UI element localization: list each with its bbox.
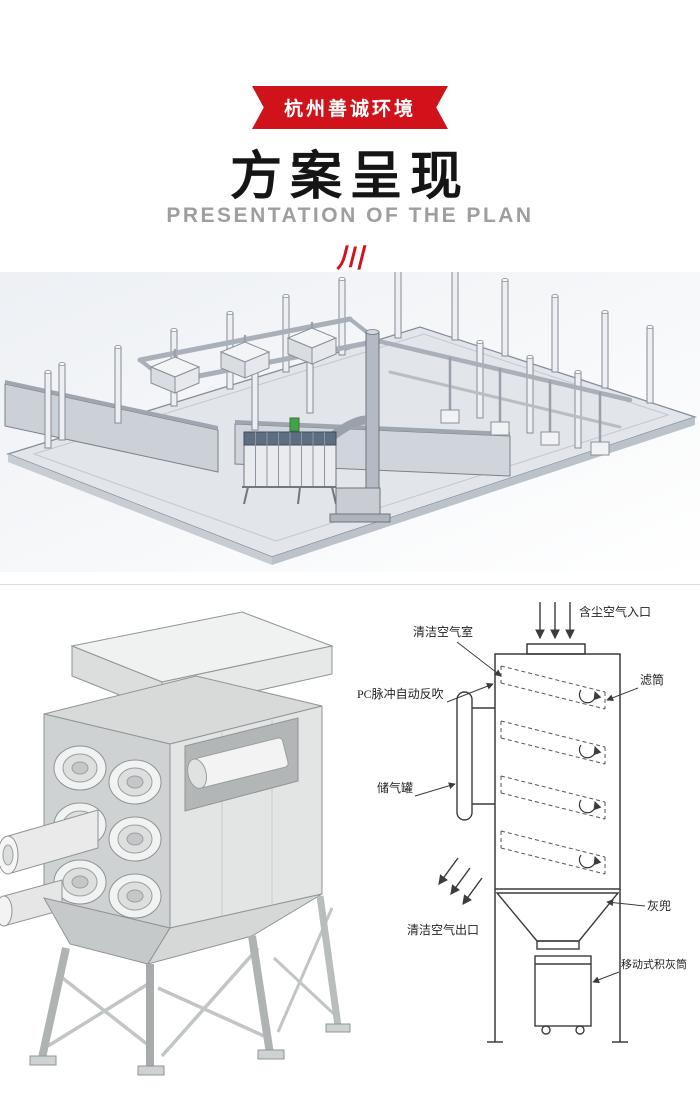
page-title: 方案呈现 (229, 148, 470, 206)
fan-unit (329, 487, 391, 523)
outlet-arrows (438, 857, 483, 905)
air-tank (456, 691, 495, 821)
inlet-arrows (535, 602, 575, 640)
leader-mobile-ash-bin (592, 971, 620, 984)
leader-filter-cartridge (606, 687, 639, 702)
section-divider (0, 584, 700, 585)
pulled-cartridges (0, 809, 99, 927)
factory-layout-illustration (0, 272, 700, 572)
cartridge-collector-illustration (0, 611, 351, 1076)
filter-cartridges (500, 665, 606, 875)
schematic-label-mobile-ash-bin: 移动式积灰筒 (621, 957, 687, 971)
schematic-label-air-tank: 储气罐 (377, 780, 413, 795)
brand-ribbon-label: 杭州善诚环境 (283, 99, 417, 120)
dust-collector-schematic: 含尘空气入口 (355, 596, 700, 1076)
dust-collector-photo (0, 596, 355, 1076)
dust-collector-unit (242, 417, 337, 505)
schematic-label-clean-air-outlet: 清洁空气出口 (407, 922, 479, 937)
leader-air-tank (414, 782, 456, 797)
open-hatch (184, 717, 299, 812)
schematic-label-clean-air-chamber: 清洁空气室 (413, 624, 473, 639)
schematic-label-pc-pulse: PC脉冲自动反吹 (357, 686, 444, 701)
brush-stroke-mark: 川 (336, 243, 364, 273)
bottom-section: 含尘空气入口 (0, 596, 700, 1076)
ash-cart (534, 955, 592, 1035)
page-subtitle: PRESENTATION OF THE PLAN (166, 204, 534, 227)
green-valve (289, 417, 300, 432)
schematic-label-filter-cartridge: 滤筒 (640, 672, 664, 687)
schematic-label-ash-hopper: 灰兜 (647, 898, 671, 913)
brand-ribbon: 杭州善诚环境 (251, 86, 449, 129)
support-frame (29, 895, 351, 1076)
swirl-arrows (578, 689, 602, 869)
schematic-hopper (495, 892, 620, 950)
schematic-legs (487, 889, 628, 1043)
leader-clean-air-chamber (456, 641, 502, 677)
leader-ash-hopper (606, 899, 646, 907)
booth-boxes (440, 409, 610, 456)
leader-pc-pulse (446, 682, 494, 703)
schematic-drawing: 含尘空气入口 (357, 602, 687, 1043)
schematic-label-dust-air-inlet: 含尘空气入口 (579, 604, 651, 619)
factory-layout-scene (0, 272, 700, 572)
schematic-body (494, 643, 621, 890)
